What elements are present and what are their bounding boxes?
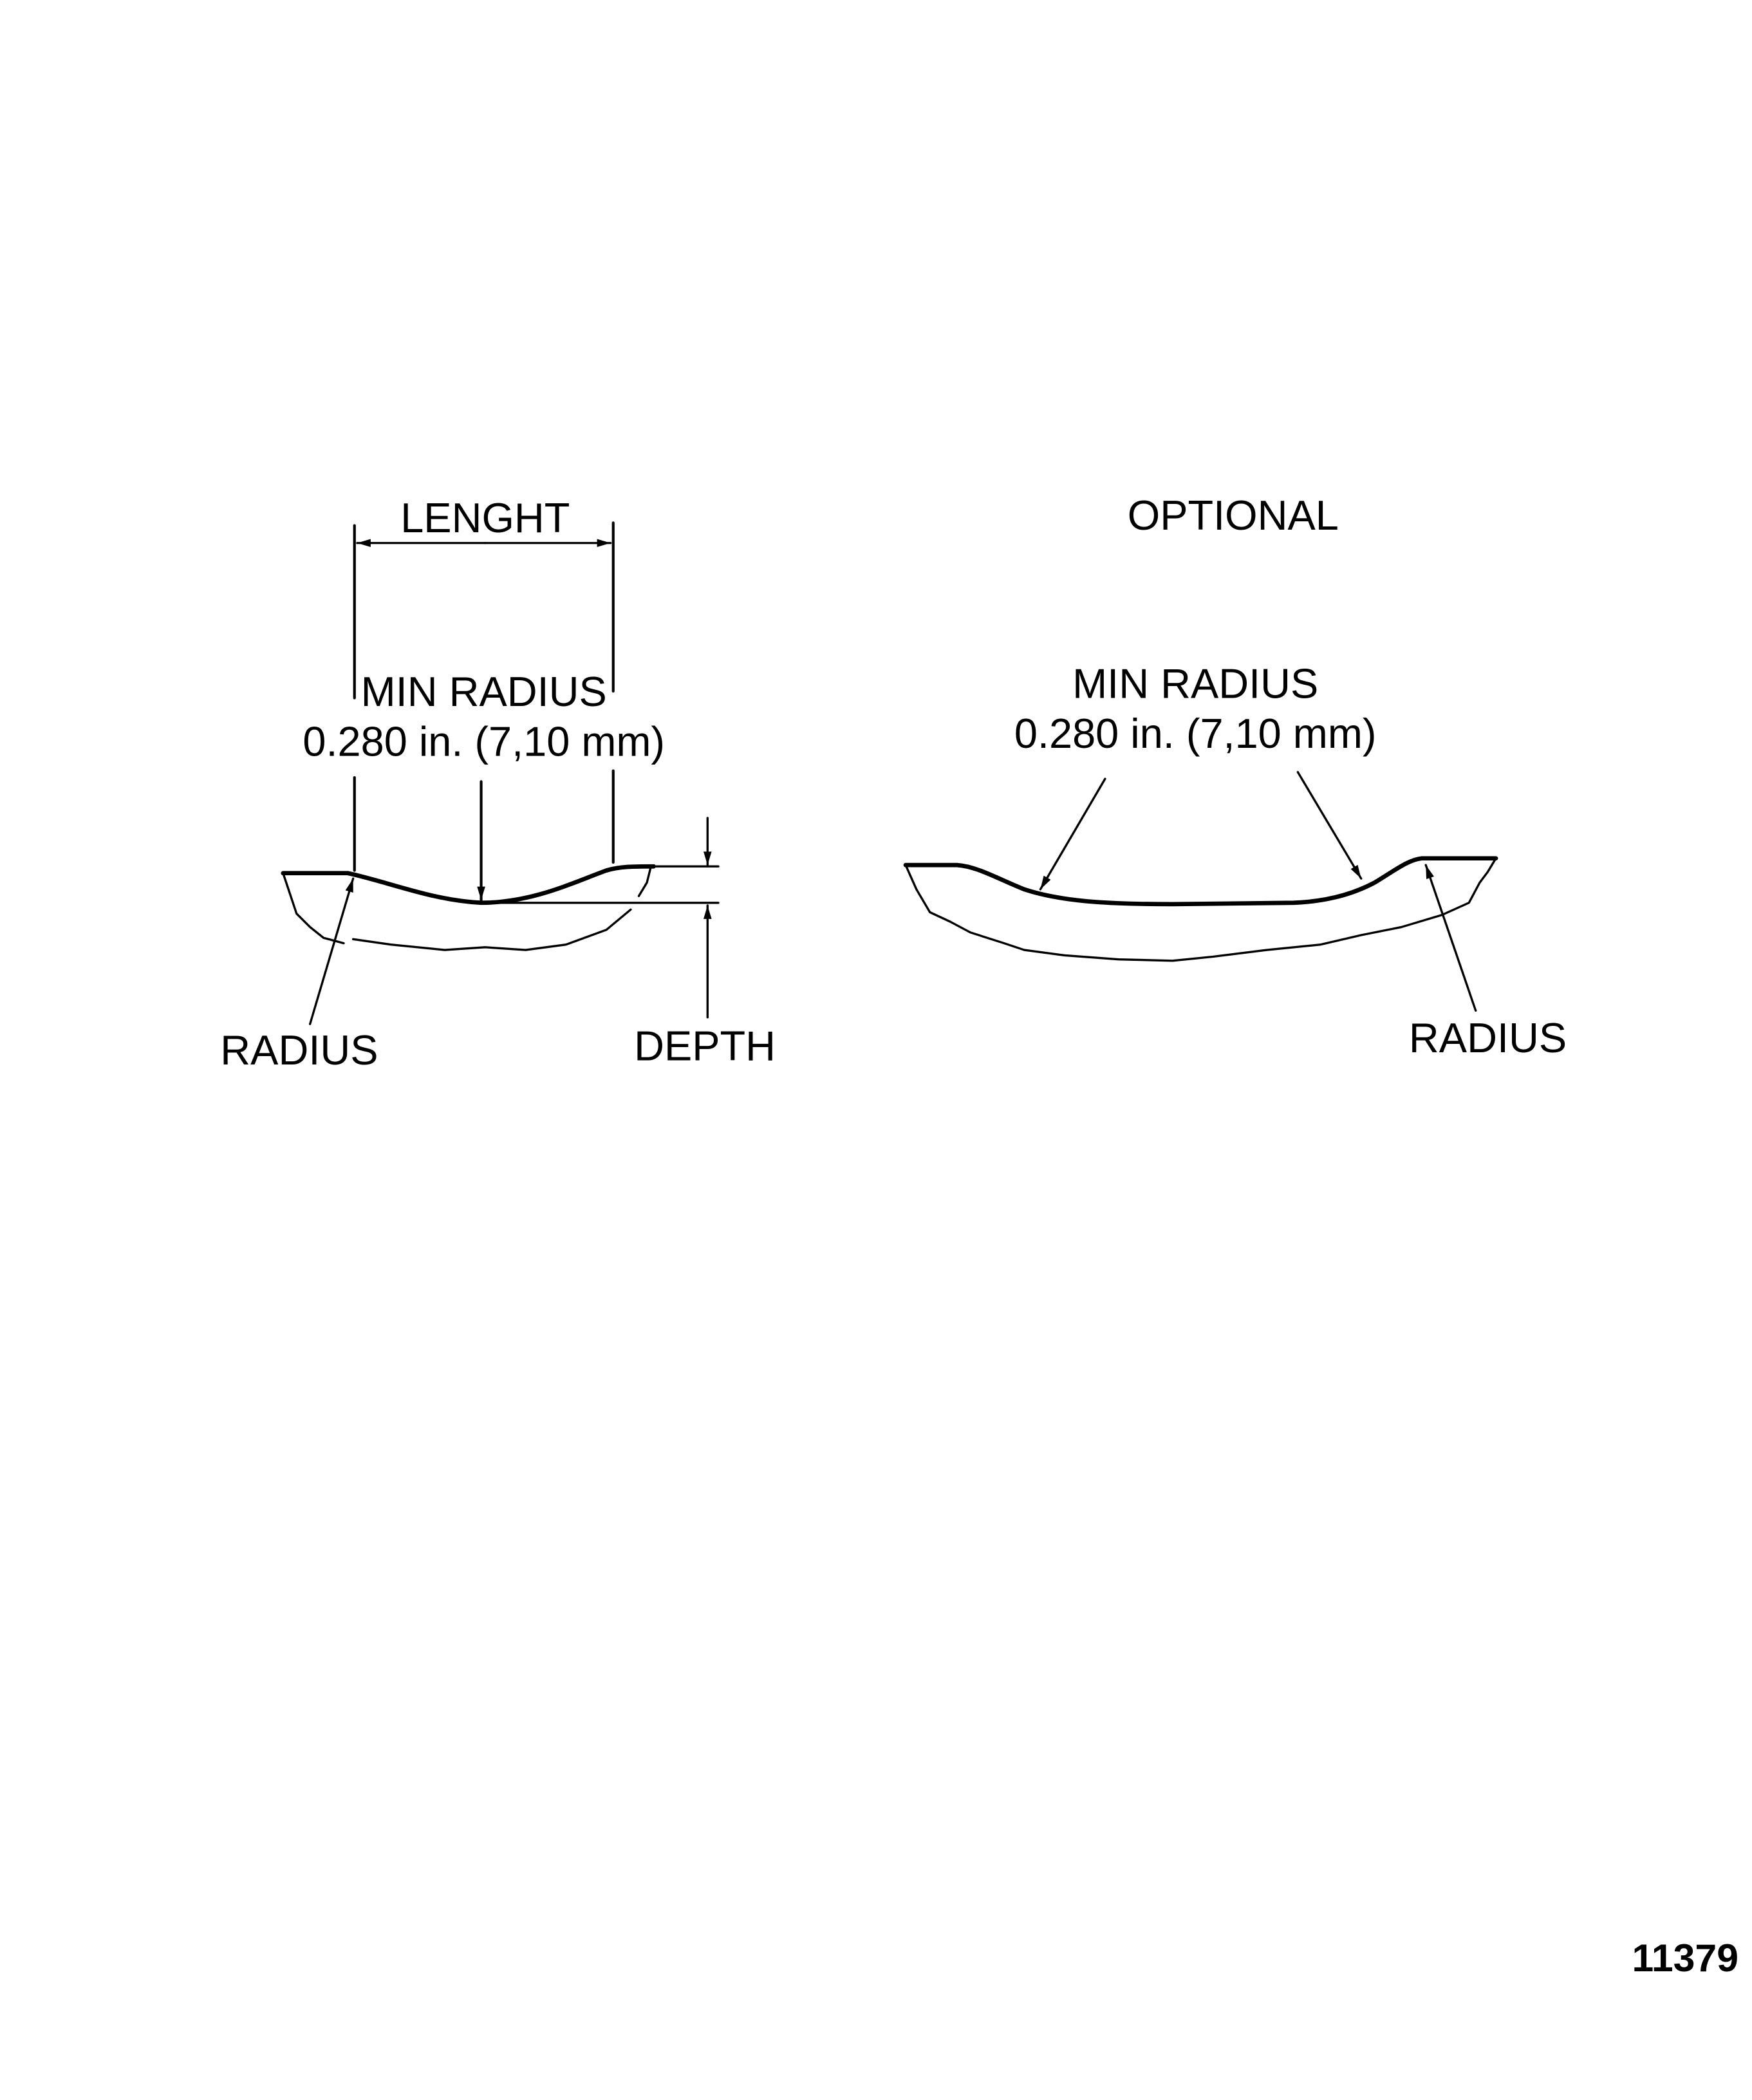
groove-surface: [281, 864, 656, 906]
radius-label: RADIUS: [1409, 1014, 1567, 1061]
optional-title: OPTIONAL: [1128, 492, 1339, 539]
groove-surface: [903, 856, 1498, 907]
min-radius-value: 0.280 in. (7,10 mm): [1014, 710, 1377, 757]
left-figure: LENGHT MIN RADIUS 0.280 in. (7,10 mm) RA…: [220, 494, 776, 1073]
radius-arrow: [308, 877, 355, 1025]
figure-number: 11379: [1632, 1936, 1738, 1980]
radius-label: RADIUS: [220, 1027, 378, 1073]
min-radius-label: MIN RADIUS: [361, 668, 607, 715]
min-radius-label: MIN RADIUS: [1072, 660, 1318, 707]
part-outline: [904, 857, 1497, 962]
length-label: LENGHT: [400, 494, 570, 541]
right-figure: OPTIONAL MIN RADIUS 0.280 in. (7,10 mm) …: [903, 492, 1567, 1061]
radius-arrow: [1424, 864, 1477, 1012]
part-outline: [282, 865, 653, 951]
min-radius-arrow-left: [1039, 777, 1106, 891]
min-radius-value: 0.280 in. (7,10 mm): [303, 718, 665, 765]
depth-label: DEPTH: [634, 1023, 776, 1070]
min-radius-arrow-right: [1296, 771, 1363, 880]
